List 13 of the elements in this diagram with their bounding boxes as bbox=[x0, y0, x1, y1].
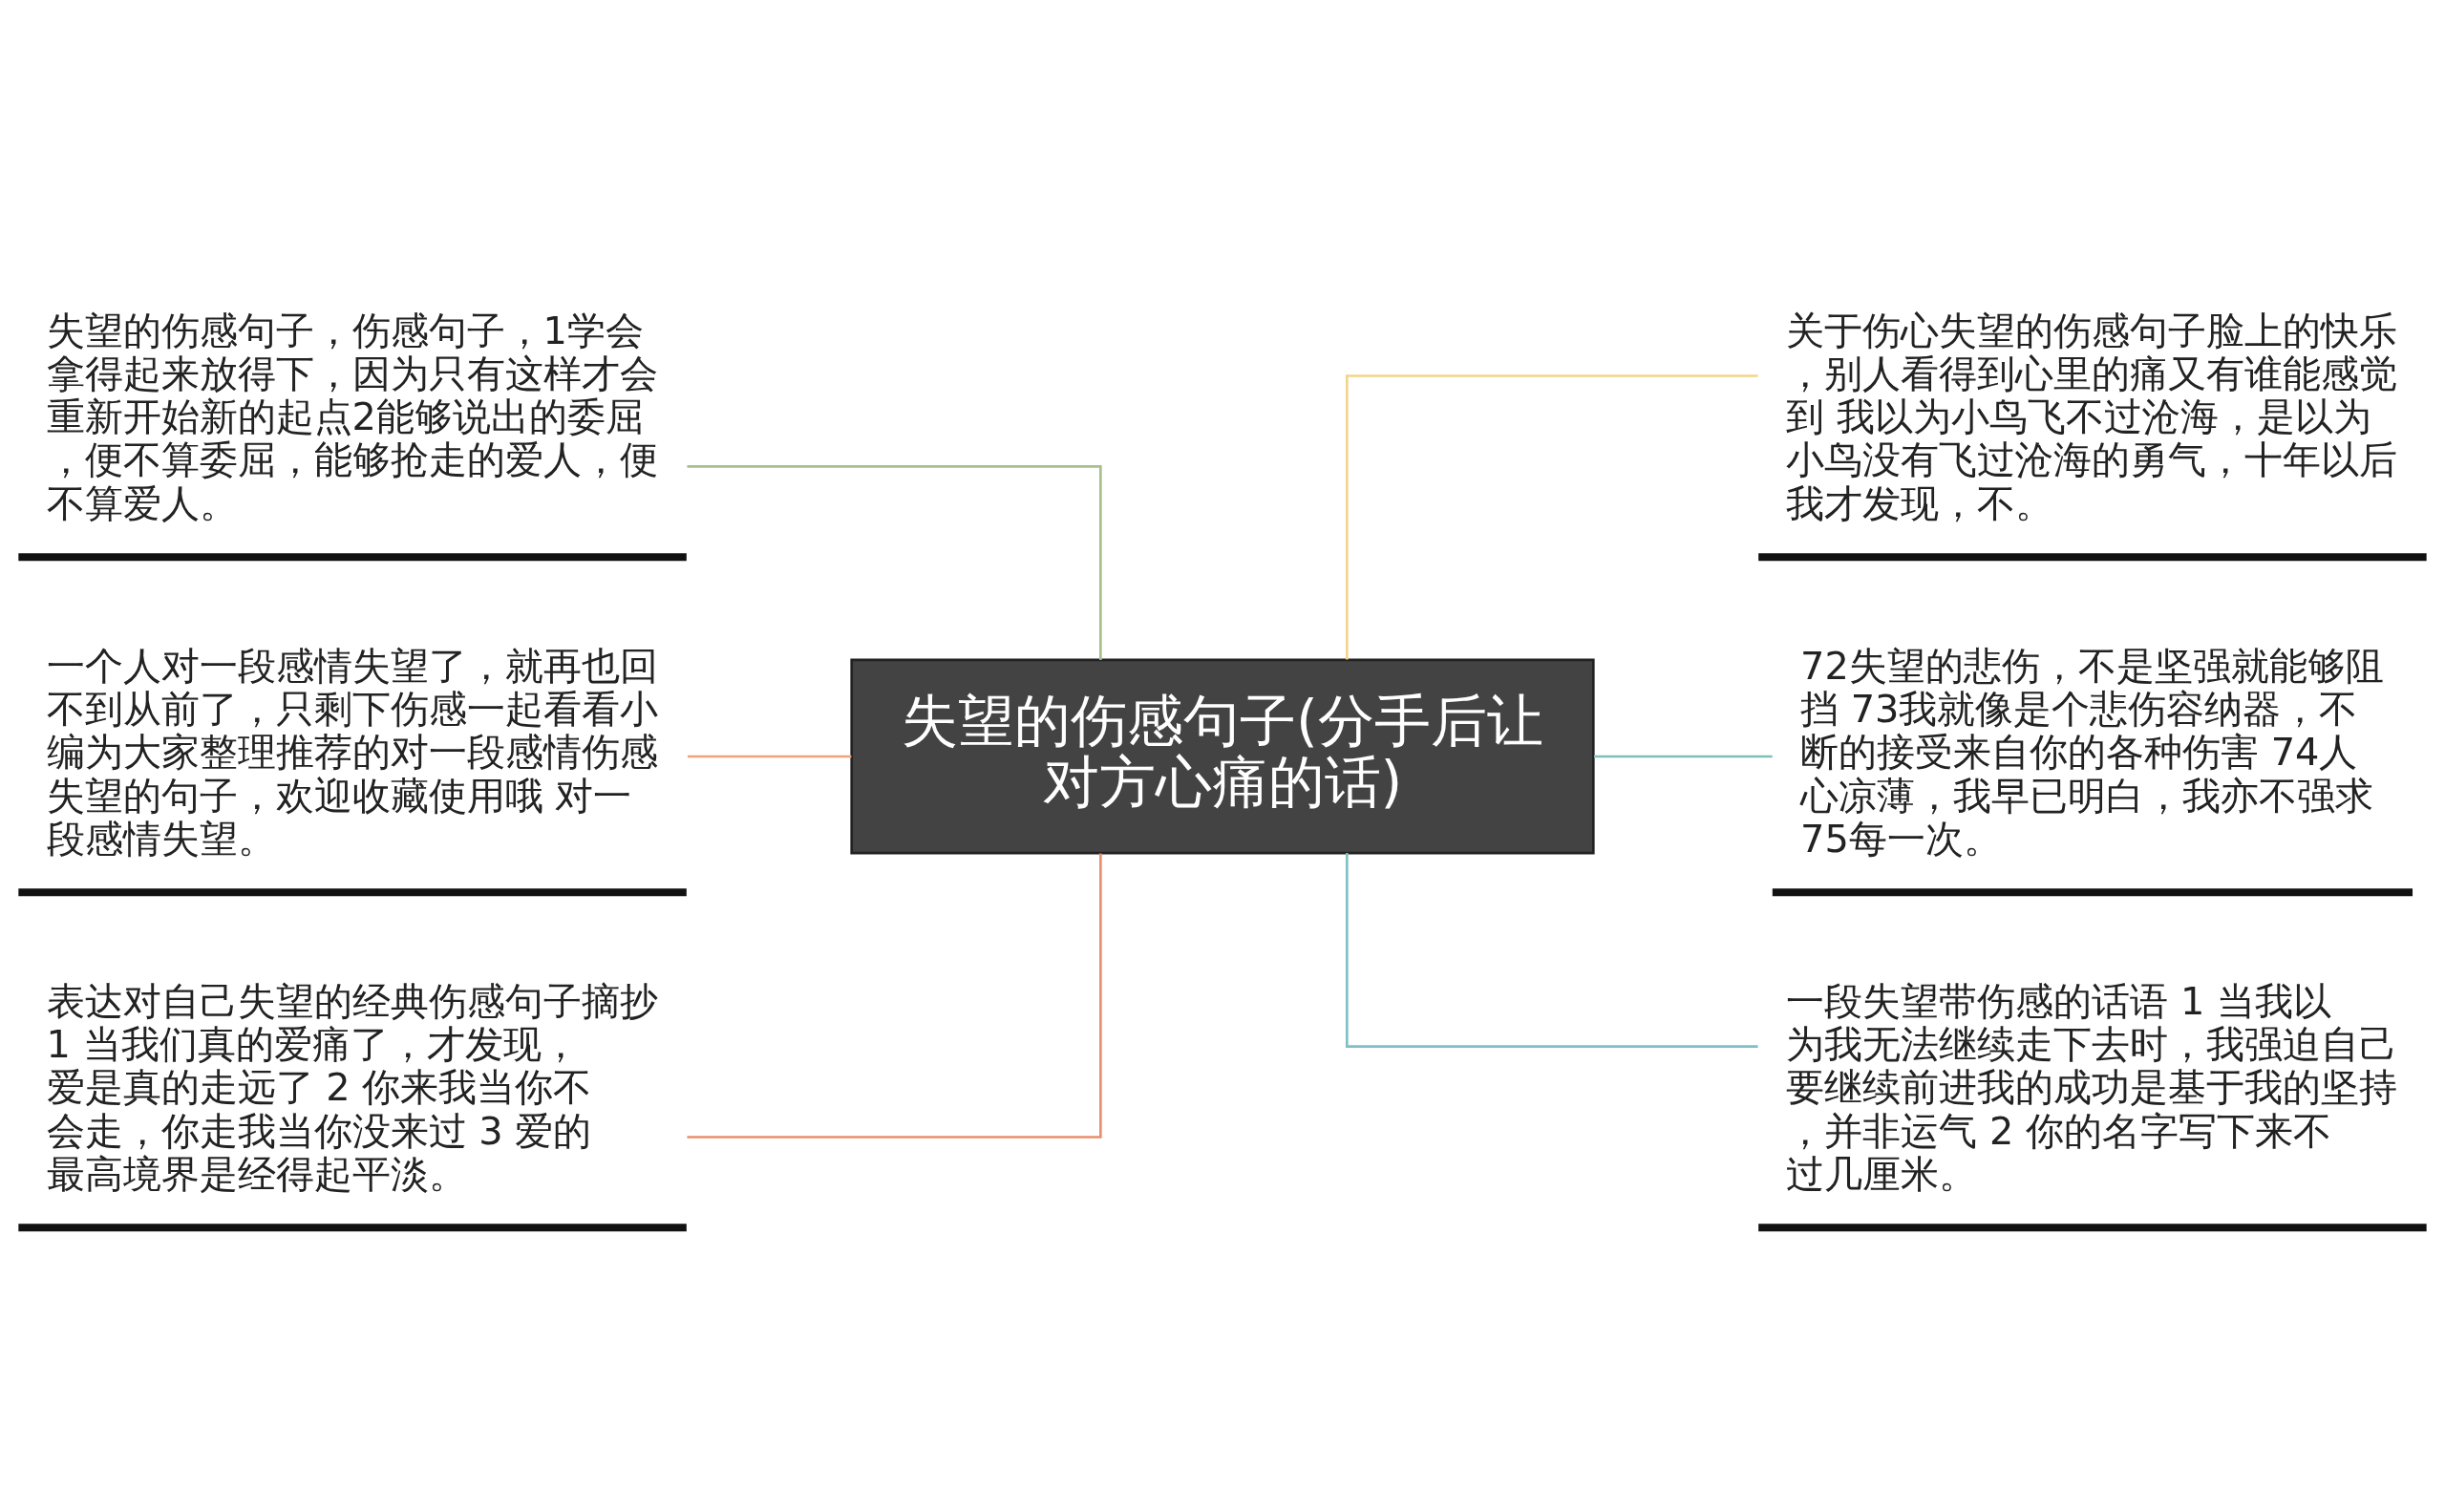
node-text: 关于伤心失望的伤感句子脸上的快乐，别人看得到心里的痛又有谁能感觉到 我以为小鸟飞不过沧海，是以为小鸟没有飞过沧海的勇气，十年以后我才发现，不。 bbox=[1786, 308, 2398, 525]
node-box: 失望的伤感句子(分手后让对方心痛的话) bbox=[850, 658, 1595, 854]
connector bbox=[687, 853, 1102, 1139]
node-text: 一段失望带伤感的话语 1 当我以为我无法继续走下去时，我强迫自己要继续前进我的成功是基于我的坚持，并非运气 2 你的名字写下来不过几厘米。 bbox=[1786, 978, 2398, 1196]
node-text: 失望的伤感句子，伤感句子，1学会拿得起来放得下，因为只有这样才会重新开始新的起点2能够说出的委屈，便不算委屈，能够抢走的爱人，便不算爱人。 bbox=[46, 308, 658, 525]
connector bbox=[687, 755, 852, 757]
node-text: 表达对自己失望的经典伤感句子摘抄 1 当我们真的爱痛了，才发现，爱是真的走远了 2 你来我当你不会走，你走我当你没来过 3 爱的最高境界是经得起平淡。 bbox=[46, 978, 658, 1196]
node-text: 72失望的悲伤，不是坚强就能够阻挡 73我就像是个悲伤容纳器，不断的接受来自你的各种伤害 74人心凉薄，我早已明白，我亦不强求 75每一次。 bbox=[1800, 643, 2384, 861]
node-text: 一个人对一段感情失望了，就再也回不到从前了，只剩下伤感一起看看小编为大家整理推荐的对一段感情伤感失望的句子，欢迎收藏使用哦 对一段感情失望。 bbox=[46, 643, 658, 861]
connector bbox=[687, 464, 1102, 660]
connector bbox=[1346, 852, 1758, 1048]
connector bbox=[1346, 373, 1758, 659]
connector bbox=[1593, 755, 1773, 757]
